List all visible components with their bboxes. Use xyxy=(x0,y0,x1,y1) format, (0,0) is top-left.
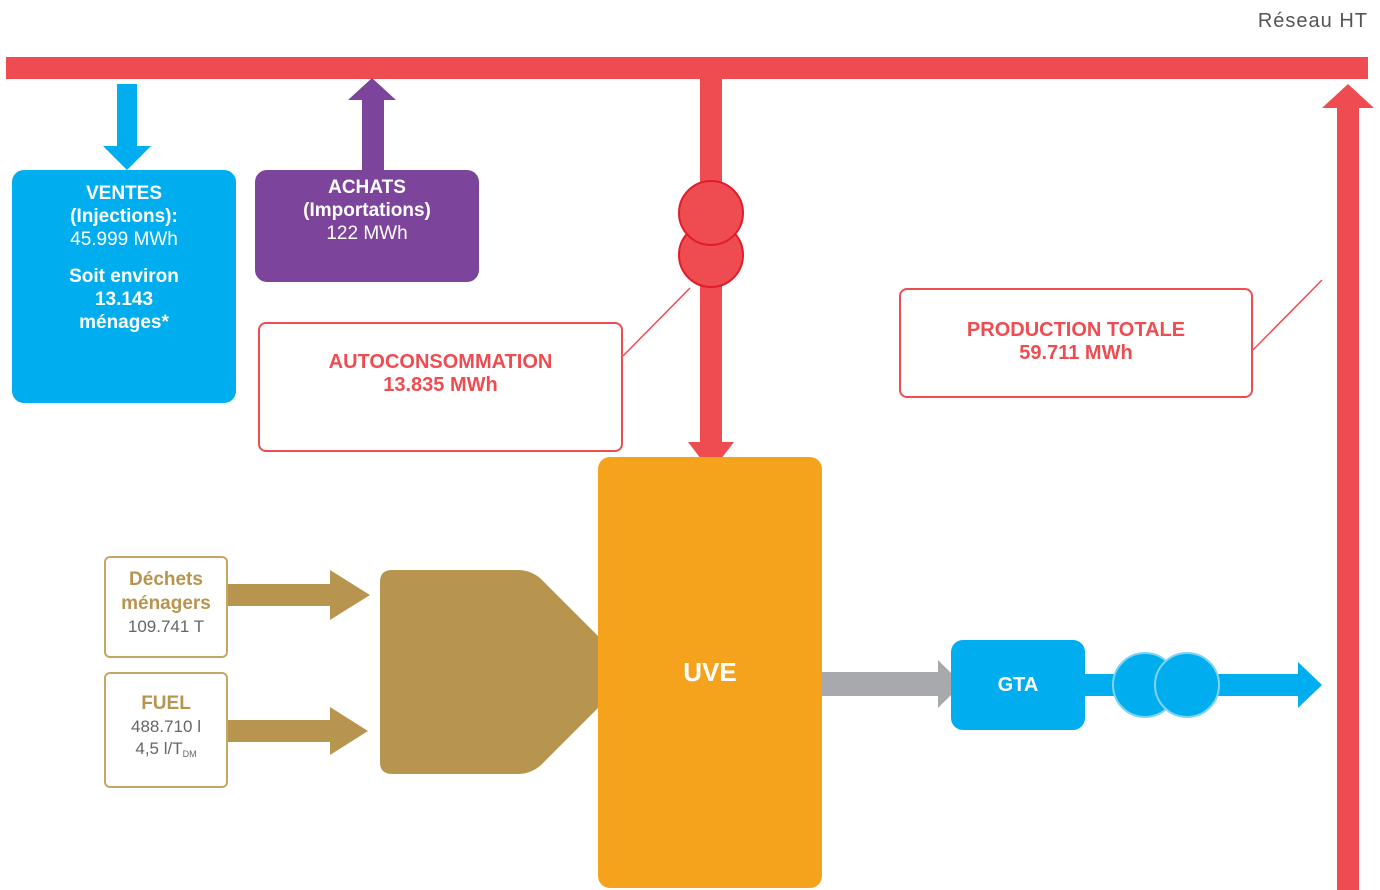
transformer-upper-circle xyxy=(678,180,744,246)
fuel-ratio-sub: DM xyxy=(182,749,197,759)
uve-to-gta-arrow-shaft xyxy=(822,672,938,696)
fuel-input-box: FUEL 488.710 l 4,5 l/TDM xyxy=(104,672,228,788)
dechets-title-line1: Déchets xyxy=(129,569,203,590)
gta-transformer-right-circle xyxy=(1154,652,1220,718)
fuel-title: FUEL xyxy=(141,693,191,714)
network-bus xyxy=(6,57,1368,79)
ventes-value: 45.999 MWh xyxy=(70,229,178,250)
autoconsommation-value: 13.835 MWh xyxy=(383,374,498,396)
uve-block xyxy=(598,457,822,888)
production-leader-line xyxy=(1252,279,1323,351)
achats-box: ACHATS (Importations) 122 MWh xyxy=(255,170,479,282)
waste-hopper-shape xyxy=(380,570,622,774)
achats-arrow-shaft xyxy=(362,100,384,170)
ventes-title-line1: VENTES xyxy=(85,183,163,204)
dechets-arrow-head xyxy=(330,570,370,620)
achats-value: 122 MWh xyxy=(326,223,408,244)
production-totale-callout: PRODUCTION TOTALE 59.711 MWh xyxy=(899,288,1253,398)
network-label: Réseau HT xyxy=(1257,10,1368,32)
ventes-box: VENTES (Injections): 45.999 MWh Soit env… xyxy=(12,170,236,403)
production-arrow-head xyxy=(1322,84,1374,108)
fuel-arrow-head xyxy=(330,707,368,755)
production-totale-title: PRODUCTION TOTALE xyxy=(966,319,1186,341)
dechets-arrow-shaft xyxy=(228,584,330,606)
autoconsommation-leader-line xyxy=(622,287,691,357)
ventes-title-line2: (Injections): xyxy=(70,206,178,227)
gta-output-arrow-head xyxy=(1298,662,1322,708)
ventes-households-line1: Soit environ xyxy=(69,266,179,287)
uve-to-gta-arrow-head xyxy=(938,660,962,708)
uve-label: UVE xyxy=(683,657,737,687)
dechets-input-box: Déchets ménagers 109.741 T xyxy=(104,556,228,658)
fuel-ratio-main: 4,5 l/T xyxy=(135,739,183,758)
ventes-households-line3: ménages* xyxy=(79,312,169,333)
achats-title-line2: (Importations) xyxy=(303,200,431,221)
fuel-value: 488.710 l xyxy=(131,717,201,736)
dechets-title-line2: ménagers xyxy=(121,593,211,614)
achats-title-line1: ACHATS xyxy=(328,177,406,198)
fuel-arrow-shaft xyxy=(228,720,330,742)
gta-block: GTA xyxy=(951,640,1085,730)
ventes-arrow-head xyxy=(103,146,151,170)
production-line xyxy=(1337,108,1359,890)
dechets-value: 109.741 T xyxy=(127,617,205,636)
achats-arrow-head xyxy=(348,78,396,100)
ventes-households-line2: 13.143 xyxy=(94,289,154,310)
ventes-arrow-shaft xyxy=(117,84,137,146)
autoconsommation-title: AUTOCONSOMMATION xyxy=(328,351,553,373)
fuel-ratio: 4,5 l/TDM xyxy=(106,738,226,765)
autoconsommation-callout: AUTOCONSOMMATION 13.835 MWh xyxy=(258,322,623,452)
production-totale-value: 59.711 MWh xyxy=(1019,342,1133,364)
